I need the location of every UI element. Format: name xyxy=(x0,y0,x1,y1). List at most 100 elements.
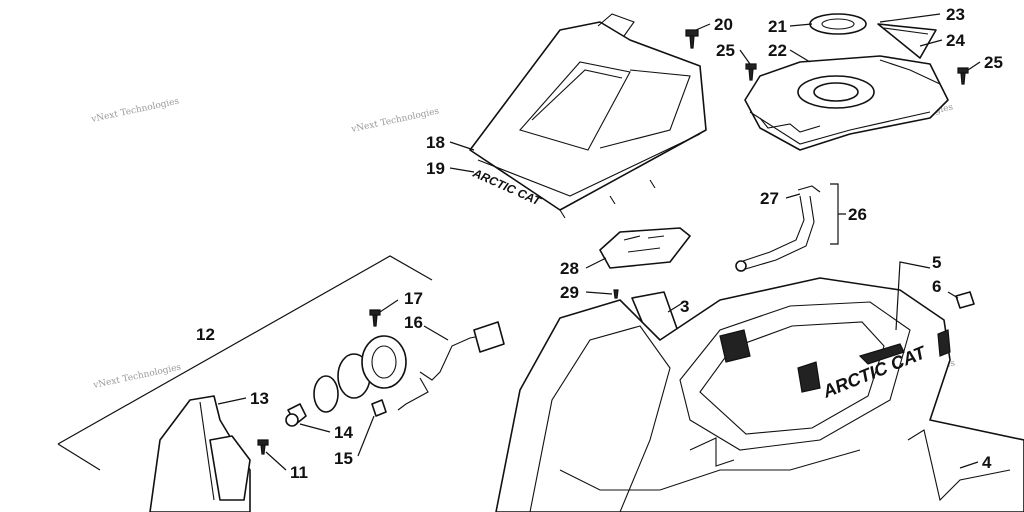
leader-5 xyxy=(895,261,931,331)
screws xyxy=(257,29,969,455)
tank-cover-lower-edge xyxy=(749,111,931,145)
leader-14 xyxy=(299,423,331,433)
callout-16: 16 xyxy=(404,313,423,332)
callout-13: 13 xyxy=(250,389,269,408)
front-body-center-opening xyxy=(679,301,911,451)
tank-cover-filler-hole xyxy=(813,82,859,102)
watermark-5: vNext Technologies xyxy=(92,362,183,391)
headlight-housing-seam xyxy=(199,401,215,501)
leader-4 xyxy=(959,461,979,469)
callout-29: 29 xyxy=(560,283,579,302)
front-body-decal-stripe xyxy=(858,343,905,365)
callout-23: 23 xyxy=(946,5,965,24)
front-body-latch-left xyxy=(719,329,751,363)
leader-24 xyxy=(919,39,943,47)
hood-top-tab xyxy=(597,13,635,37)
hood-window xyxy=(519,61,631,151)
callout-3: 3 xyxy=(680,297,689,316)
grip-pad-body xyxy=(599,227,691,269)
leader-28 xyxy=(585,257,607,269)
callout-25-right: 25 xyxy=(984,53,1003,72)
callout-5: 5 xyxy=(932,253,941,272)
watermark-2: vNext Technologies xyxy=(350,106,441,135)
leader-26 xyxy=(830,183,846,245)
headlight-assembly xyxy=(57,255,505,512)
harness-wire-16 xyxy=(419,335,481,381)
tank-cover-ribs xyxy=(759,117,821,133)
screw-11 xyxy=(257,439,269,455)
leader-11 xyxy=(265,451,287,471)
hose-line-a xyxy=(739,195,805,263)
filler-ring xyxy=(809,13,867,35)
leader-21 xyxy=(789,23,813,27)
hood-side-panel xyxy=(599,69,691,149)
leader-6 xyxy=(947,291,959,299)
bracket-line-12-lower xyxy=(57,443,101,471)
hose-line-b xyxy=(741,195,815,271)
screw-25-right xyxy=(957,67,969,85)
screw-20 xyxy=(685,29,699,49)
leader-15 xyxy=(357,415,375,457)
headlight-reflector xyxy=(209,435,251,501)
harness-connector-16 xyxy=(473,321,505,353)
callout-24: 24 xyxy=(946,31,965,50)
tank-cover-rear-ridge xyxy=(879,59,941,85)
grip-pad-pattern xyxy=(623,235,665,253)
leader-17 xyxy=(379,299,399,313)
callout-14: 14 xyxy=(334,423,353,442)
grip-pad-28 xyxy=(599,227,691,269)
callout-26: 26 xyxy=(848,205,867,224)
leader-19 xyxy=(449,167,475,173)
leader-27 xyxy=(785,193,801,199)
leader-29 xyxy=(585,291,613,295)
socket-ring-c-inner xyxy=(371,345,397,379)
callout-11: 11 xyxy=(290,463,308,482)
callout-22: 22 xyxy=(768,41,787,60)
decal-pad-edge xyxy=(883,27,929,35)
fender-4-edge xyxy=(907,429,1011,502)
callout-15: 15 xyxy=(334,449,353,468)
bulb-15 xyxy=(371,399,387,417)
leader-13 xyxy=(217,397,247,405)
hood-lower-edge xyxy=(477,133,701,197)
front-body-outline xyxy=(495,277,1024,512)
leader-25b xyxy=(967,61,981,71)
socket-ring-a xyxy=(313,375,339,413)
bulb-14-globe xyxy=(285,413,299,427)
watermark-1: vNext Technologies xyxy=(90,96,181,125)
screw-17 xyxy=(369,309,381,327)
front-body-left-cavity xyxy=(529,325,671,512)
vent-hose-assembly xyxy=(735,185,821,272)
leader-20 xyxy=(695,23,711,31)
bracket-line-12 xyxy=(57,255,433,445)
leader-23 xyxy=(879,13,941,23)
tank-cover-assembly xyxy=(744,13,949,151)
callout-12: 12 xyxy=(196,325,215,344)
harness-wire-16b xyxy=(397,377,429,411)
socket-ring-c xyxy=(361,335,407,389)
callout-28: 28 xyxy=(560,259,579,278)
front-body-assembly: ARCTIC CAT xyxy=(495,277,1024,512)
leader-18 xyxy=(449,141,475,151)
leader-16 xyxy=(423,325,449,341)
front-body-side-latch xyxy=(937,329,951,357)
callout-leaders xyxy=(217,13,981,471)
leader-22 xyxy=(789,49,811,63)
callout-25-left: 25 xyxy=(716,41,735,60)
hood-window-inner xyxy=(531,69,623,121)
decal-pad xyxy=(877,23,937,59)
callout-6: 6 xyxy=(932,277,941,296)
hood-assembly: ARCTIC CAT xyxy=(469,13,707,219)
hose-end xyxy=(735,260,747,272)
front-body-bracket xyxy=(689,437,735,467)
pin-29 xyxy=(613,289,619,299)
hose-clip-27 xyxy=(797,185,821,193)
screw-25-left xyxy=(745,63,757,81)
hood-clips xyxy=(559,179,656,219)
callout-20: 20 xyxy=(714,15,733,34)
leader-25a xyxy=(739,49,751,65)
callout-numbers: 3 4 5 6 11 12 13 14 15 16 17 18 19 20 21… xyxy=(196,5,1003,482)
front-body-lower-rim xyxy=(559,449,861,491)
